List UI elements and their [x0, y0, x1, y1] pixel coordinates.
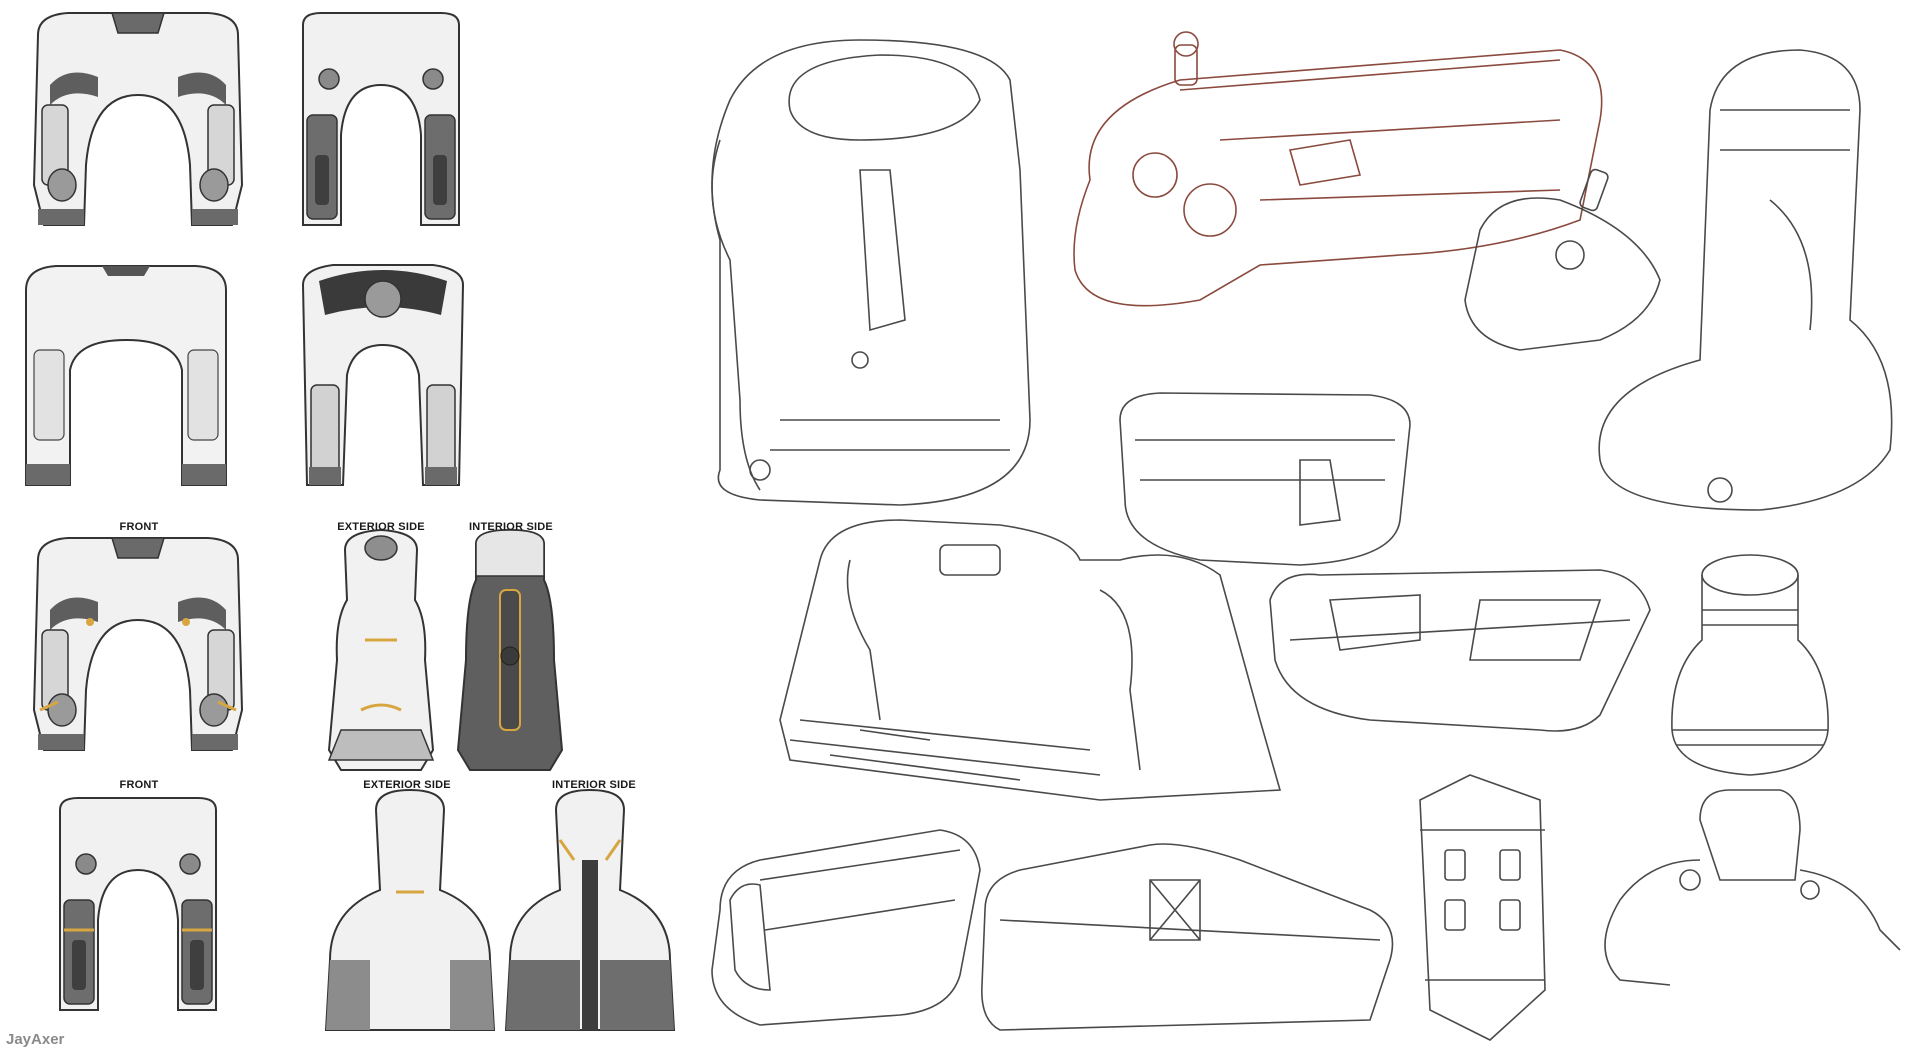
- sketch-tread-plate: [1269, 569, 1651, 732]
- front-view-3: [33, 537, 243, 751]
- sketch-large-robot-arm: [711, 39, 1031, 506]
- interior-side-view-4: [504, 788, 676, 1031]
- sketch-small-claw-unit: [1464, 168, 1661, 351]
- front-view-2: [25, 265, 227, 486]
- front-view-1: [33, 12, 243, 226]
- sketch-tall-pillar-unit: [1598, 49, 1893, 511]
- artist-signature: JayAxer: [6, 1031, 65, 1048]
- label-front-2: FRONT: [119, 779, 159, 791]
- side-view-2: [301, 264, 465, 486]
- sketch-arch-assembly: [779, 519, 1282, 801]
- label-interior-side-2: INTERIOR SIDE: [552, 779, 636, 791]
- label-exterior-side-1: EXTERIOR SIDE: [337, 521, 425, 533]
- label-interior-side-1: INTERIOR SIDE: [469, 521, 553, 533]
- label-front-1: FRONT: [119, 521, 159, 533]
- label-exterior-side-2: EXTERIOR SIDE: [363, 779, 451, 791]
- front-view-4: [59, 797, 217, 1011]
- side-view-1: [302, 12, 460, 226]
- sketch-red-head-unit: [1073, 31, 1603, 307]
- sketch-wedge-block-2: [981, 843, 1394, 1031]
- sketch-hex-pillar: [1419, 774, 1546, 1041]
- sketch-walker-unit: [1604, 789, 1901, 986]
- sketch-base-plate: [1119, 392, 1411, 566]
- sketch-canister: [1671, 554, 1829, 776]
- sketch-wedge-block-1: [711, 829, 981, 1026]
- exterior-side-view-4: [324, 788, 496, 1031]
- interior-side-view-3: [456, 528, 564, 771]
- exterior-side-view-3: [328, 529, 434, 771]
